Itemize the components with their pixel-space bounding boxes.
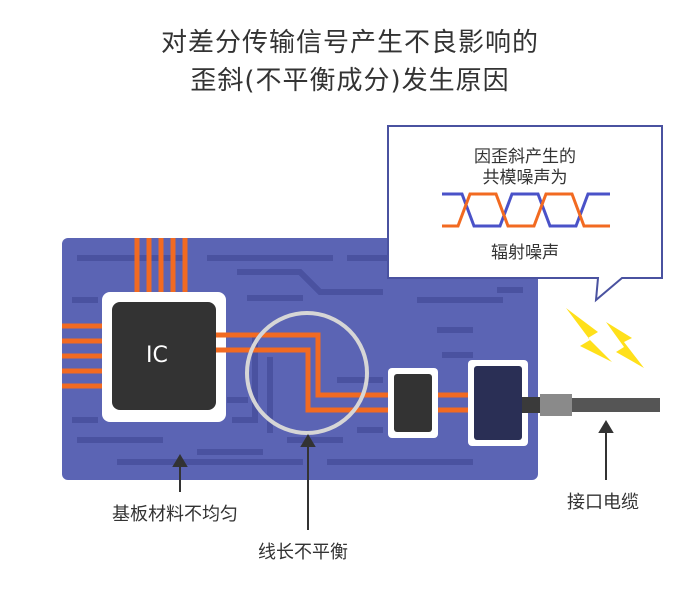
label-wire-length: 线长不平衡: [258, 542, 348, 563]
lightning-bolt-icon: [566, 308, 612, 362]
label-substrate: 基板材料不均匀: [112, 504, 238, 525]
lightning-bolt-icon: [606, 322, 644, 368]
callout-line-3: 辐射噪声: [491, 243, 559, 263]
signal-orange: [442, 192, 610, 228]
signal-blue: [442, 192, 610, 228]
component: [394, 374, 432, 432]
cable-plug: [522, 397, 544, 413]
ic-chip: [112, 302, 216, 410]
callout-line-2: 共模噪声为: [482, 168, 568, 188]
page-title-line-1: 对差分传输信号产生不良影响的: [160, 28, 539, 58]
signal-waveform: [442, 192, 610, 228]
trace-upper: [216, 332, 398, 398]
callout-box: [387, 125, 663, 303]
connector: [474, 366, 522, 440]
label-cable: 接口电缆: [567, 492, 639, 513]
callout-line-1: 因歪斜产生的: [474, 147, 576, 167]
magnifier-circle-icon: [245, 311, 369, 435]
cable-ferrite: [540, 394, 572, 416]
cable: [572, 398, 660, 412]
page-title-line-2: 歪斜(不平衡成分)发生原因: [190, 66, 510, 96]
label-arrows: [172, 420, 614, 530]
ic-label: IC: [146, 343, 168, 368]
